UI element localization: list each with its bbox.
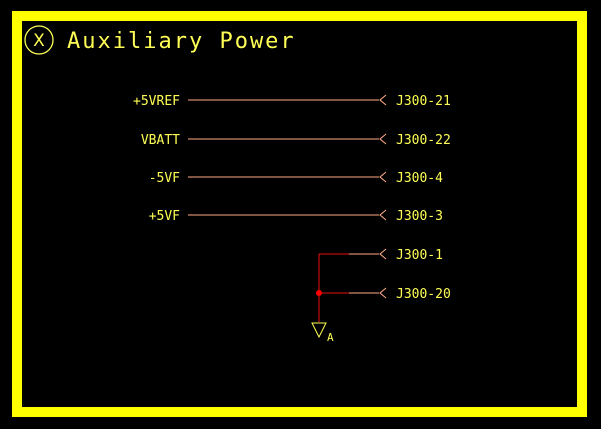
net-row-1[interactable]: VBATT J300-22 xyxy=(141,133,451,148)
ground-net-row-1[interactable]: J300-20 xyxy=(319,287,451,302)
connector-pin-icon xyxy=(379,209,387,221)
net-label: VBATT xyxy=(141,133,180,148)
connector-pin-icon xyxy=(379,248,387,260)
net-row-3[interactable]: +5VF J300-3 xyxy=(149,209,443,224)
connector-pin-icon xyxy=(379,133,387,145)
connector-label: J300-4 xyxy=(396,171,443,186)
connector-label: J300-3 xyxy=(396,209,443,224)
net-row-0[interactable]: +5VREF J300-21 xyxy=(133,94,451,109)
sheet-marker-circle-icon xyxy=(24,25,54,55)
connector-pin-icon xyxy=(379,287,387,299)
connector-label: J300-1 xyxy=(396,248,443,263)
net-label: +5VREF xyxy=(133,94,180,109)
ground-net-row-0[interactable]: J300-1 xyxy=(319,248,443,263)
net-label: -5VF xyxy=(149,171,180,186)
sheet-border xyxy=(12,11,587,417)
junction-dot-icon xyxy=(316,290,322,296)
sheet-title: Auxiliary Power xyxy=(67,29,296,54)
net-label: +5VF xyxy=(149,209,180,224)
connector-pin-icon xyxy=(379,94,387,106)
connector-pin-icon xyxy=(379,171,387,183)
sheet-marker: X xyxy=(33,31,45,51)
ground-symbol-label: A xyxy=(327,331,334,344)
net-row-2[interactable]: -5VF J300-4 xyxy=(149,171,443,186)
connector-label: J300-21 xyxy=(396,94,451,109)
connector-label: J300-20 xyxy=(396,287,451,302)
connector-label: J300-22 xyxy=(396,133,451,148)
ground-triangle-icon xyxy=(311,322,327,339)
ground-symbol[interactable]: A xyxy=(311,322,334,344)
